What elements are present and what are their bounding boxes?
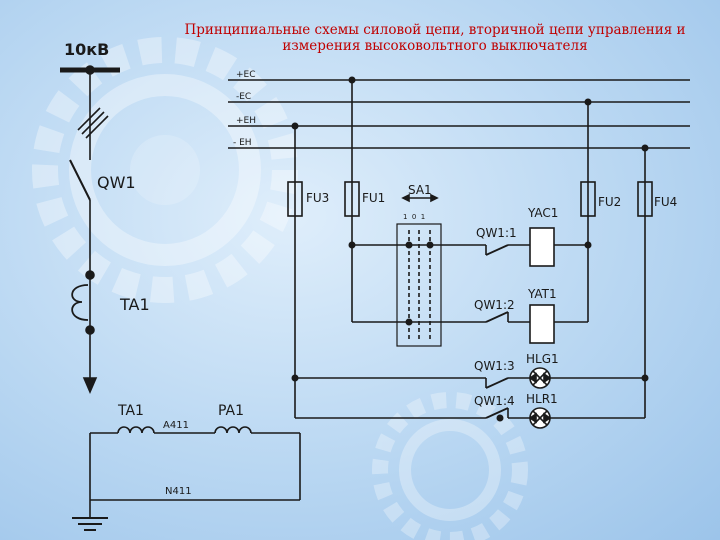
title-line-2: измерения высоковольтного выключателя [282,38,588,54]
fuse-fu3-label: FU3 [306,191,329,205]
ammeter-coil [214,426,252,434]
arrow-down-icon [82,377,98,395]
junction-dots [291,76,649,422]
ct-secondary-coil [117,426,155,434]
wire-n411-label: N411 [165,486,192,497]
contact-qw1-3 [485,377,509,389]
ct-winding [71,284,89,321]
contact-qw1-1 [485,244,509,256]
arrow-left-icon [401,193,410,203]
switch-sa1-label: SA1 [408,183,432,197]
contact-qw1-1-label: QW1:1 [476,226,517,240]
switch-positions-label: 1 0 1 [403,213,425,221]
lamp-hlr1-label: HLR1 [526,392,558,406]
title-line-1: Принципиальные схемы силовой цепи, втори… [184,22,686,38]
fuse-fu1-label: FU1 [362,191,385,205]
contact-qw1-4-label: QW1:4 [474,394,515,408]
coil-yac1-label: YAC1 [527,206,558,220]
breaker-label: QW1 [97,173,136,192]
phase-mark [85,115,109,139]
arrow-right-icon [430,193,439,203]
bus-plus-ec-label: +EC [236,70,256,80]
contact-qw1-3-label: QW1:3 [474,359,515,373]
contact-qw1-4 [485,407,509,419]
lamp-hlg1-icon [528,367,552,389]
ammeter-label: PA1 [218,403,244,419]
bus-minus-eh-label: - EH [233,138,252,148]
ct-secondary-label: TA1 [117,403,144,419]
lamp-hlr1-icon [528,407,552,429]
fuse-fu4-label: FU4 [654,195,677,209]
background-gear-icon-small [372,392,528,540]
phase-mark [81,111,105,135]
bus-minus-ec-label: -EC [236,92,251,102]
bus-plus-eh-label: +EH [236,116,256,126]
fuse-fu2-label: FU2 [598,195,621,209]
contact-qw1-2 [485,311,509,323]
coil-yat1 [529,304,555,344]
coil-yat1-label: YAT1 [527,287,557,301]
phase-mark [77,107,101,131]
breaker-blade [69,159,91,201]
voltage-label: 10кВ [64,40,109,59]
coil-yac1 [529,227,555,267]
ct-label: TA1 [119,295,150,314]
contact-qw1-2-label: QW1:2 [474,298,515,312]
switch-sa1-box [396,223,442,347]
background-gear-icon [32,37,298,303]
wire-a411-label: A411 [163,420,189,431]
lamp-hlg1-label: HLG1 [526,352,559,366]
diagram-title: Принципиальные схемы силовой цепи, втори… [160,22,710,54]
